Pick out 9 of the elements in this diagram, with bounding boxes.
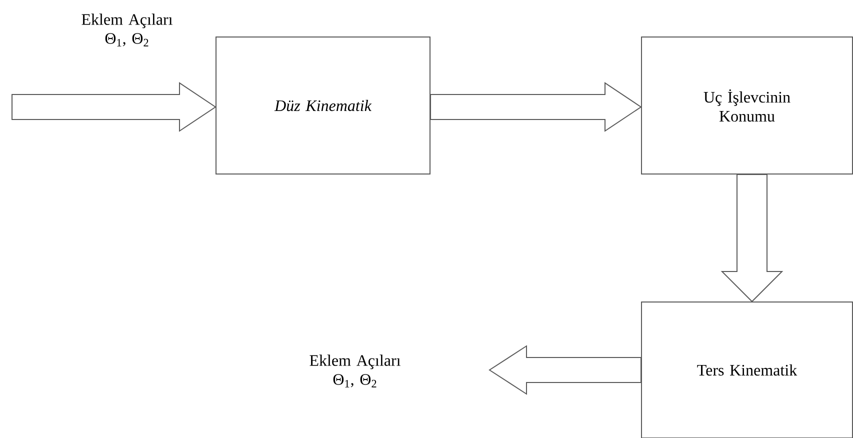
block-arrow <box>720 174 784 302</box>
process-box: Ters Kinematik <box>641 302 853 438</box>
output-text: Eklem Açıları Θ$_{1}$, Θ$_{2}$ <box>310 354 400 388</box>
block-arrow <box>488 345 642 395</box>
input-label: Eklem Açıları Θ$_{1}$, Θ$_{2}$ <box>82 14 172 46</box>
block-arrow <box>430 82 642 132</box>
process-box: Düz Kinematik <box>216 36 430 174</box>
process-box: Uç İşlevcinin Konumu <box>641 36 853 174</box>
block-arrow <box>12 82 216 132</box>
